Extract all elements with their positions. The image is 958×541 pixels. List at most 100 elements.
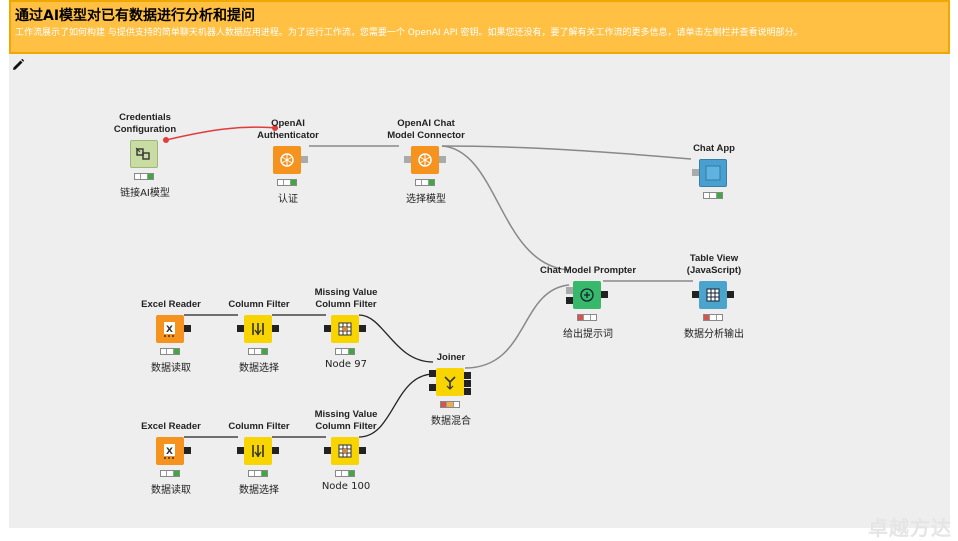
node-status [415, 179, 435, 186]
node-column-filter-1[interactable]: Column Filter 数据选择 [209, 287, 309, 397]
table-icon[interactable] [699, 281, 727, 309]
svg-text:X: X [166, 325, 173, 335]
node-column-filter-2[interactable]: Column Filter 数据选择 [209, 409, 309, 519]
missing-value-icon[interactable] [331, 437, 359, 465]
node-status [248, 470, 268, 477]
output-port[interactable] [601, 291, 608, 298]
node-label[interactable]: 数据读取 [151, 485, 191, 496]
node-label[interactable]: 数据选择 [239, 363, 279, 374]
input-port-right[interactable] [429, 384, 436, 391]
node-title: Column Filter [228, 299, 290, 310]
input-port-left[interactable] [429, 370, 436, 377]
watermark: 卓越方达 [868, 516, 952, 540]
node-label[interactable]: 数据混合 [431, 416, 471, 427]
node-title: Credentials Configuration [113, 112, 177, 135]
output-port[interactable] [184, 447, 191, 454]
connector-to-prompter-connection [441, 145, 570, 271]
input-port[interactable] [404, 156, 411, 163]
chat-app-icon[interactable] [699, 159, 727, 187]
workflow-annotation[interactable]: 通过AI模型对已有数据进行分析和提问 工作流展示了如何构建 与提供支持的简单聊天… [9, 0, 950, 54]
input-port[interactable] [237, 325, 244, 332]
input-port-data[interactable] [566, 297, 573, 304]
annotation-title: 通过AI模型对已有数据进行分析和提问 [15, 8, 256, 24]
node-status [277, 179, 297, 186]
excel-icon[interactable]: X [156, 437, 184, 465]
node-missing-value-filter-1[interactable]: Missing Value Column Filter Node 97 [296, 287, 396, 397]
node-status [335, 470, 355, 477]
node-status [248, 348, 268, 355]
input-port[interactable] [237, 447, 244, 454]
output-port[interactable] [727, 291, 734, 298]
node-label[interactable]: 链接AI模型 [120, 188, 170, 199]
node-title: Column Filter [228, 421, 290, 432]
missing2-to-joiner-connection [358, 373, 434, 438]
node-missing-value-filter-2[interactable]: Missing Value Column Filter Node 100 [296, 409, 396, 519]
node-label[interactable]: Node 100 [321, 481, 371, 492]
node-openai-authenticator[interactable]: OpenAI Authenticator 认证 [238, 118, 338, 228]
node-status [703, 314, 723, 321]
node-title: Table View (JavaScript) [686, 253, 742, 276]
filter-icon[interactable] [244, 315, 272, 343]
missing-value-icon[interactable] [331, 315, 359, 343]
node-status [160, 470, 180, 477]
missing1-to-joiner-connection [358, 314, 434, 363]
node-status [335, 348, 355, 355]
node-label[interactable]: 认证 [278, 194, 298, 205]
input-port-model[interactable] [566, 287, 573, 294]
node-excel-reader-1[interactable]: Excel Reader X 数据读取 [121, 287, 221, 397]
output-port-3[interactable] [464, 388, 471, 395]
node-title: OpenAI Chat Model Connector [387, 118, 465, 141]
node-status [440, 401, 460, 408]
node-label[interactable]: 给出提示词 [563, 329, 613, 340]
output-port-2[interactable] [464, 380, 471, 387]
node-title: Missing Value Column Filter [314, 287, 378, 310]
node-title: Chat App [693, 143, 735, 154]
connection-layer [163, 125, 693, 438]
node-label[interactable]: 数据分析输出 [684, 329, 744, 340]
prompter-icon[interactable] [573, 281, 601, 309]
node-label[interactable]: Node 97 [324, 359, 367, 370]
node-openai-chat-model-connector[interactable]: OpenAI Chat Model Connector 选择模型 [376, 118, 476, 228]
input-port[interactable] [692, 291, 699, 298]
excel-icon[interactable]: X [156, 315, 184, 343]
node-title: Chat Model Prompter [539, 265, 637, 276]
connector-to-chatapp-connection [441, 145, 692, 160]
openai-icon[interactable] [273, 146, 301, 174]
node-status [134, 173, 154, 180]
node-label[interactable]: 数据选择 [239, 485, 279, 496]
node-title: Excel Reader [141, 421, 201, 432]
output-port[interactable] [359, 447, 366, 454]
filter-icon[interactable] [244, 437, 272, 465]
node-label[interactable]: 数据读取 [151, 363, 191, 374]
node-chat-app[interactable]: Chat App [664, 131, 764, 241]
openai-icon[interactable] [411, 146, 439, 174]
credentials-connection [165, 126, 279, 141]
pencil-icon[interactable] [11, 58, 25, 72]
node-chat-model-prompter[interactable]: Chat Model Prompter 给出提示词 [538, 253, 638, 363]
node-status [703, 192, 723, 199]
node-table-view[interactable]: Table View (JavaScript) 数据分析输出 [664, 253, 764, 363]
node-excel-reader-2[interactable]: Excel Reader X 数据读取 [121, 409, 221, 519]
joiner-icon[interactable] [436, 368, 464, 396]
node-title: Joiner [436, 352, 466, 363]
output-port-1[interactable] [464, 372, 471, 379]
input-port[interactable] [324, 325, 331, 332]
node-credentials-configuration[interactable]: Credentials Configuration 链接AI模型 [95, 112, 195, 222]
output-port[interactable] [359, 325, 366, 332]
input-port[interactable] [324, 447, 331, 454]
node-title: Missing Value Column Filter [314, 409, 378, 432]
output-port[interactable] [184, 325, 191, 332]
output-port[interactable] [301, 156, 308, 163]
input-port[interactable] [692, 169, 699, 176]
svg-text:X: X [166, 447, 173, 457]
credentials-icon[interactable] [130, 140, 158, 168]
joiner-to-prompter-connection [464, 284, 570, 369]
node-title: Excel Reader [141, 299, 201, 310]
output-port[interactable] [272, 325, 279, 332]
output-port[interactable] [439, 156, 446, 163]
workflow-canvas[interactable]: 通过AI模型对已有数据进行分析和提问 工作流展示了如何构建 与提供支持的简单聊天… [9, 0, 950, 528]
node-status [577, 314, 597, 321]
output-port[interactable] [272, 447, 279, 454]
node-label[interactable]: 选择模型 [406, 194, 446, 205]
node-joiner[interactable]: Joiner 数据混合 [401, 340, 501, 450]
